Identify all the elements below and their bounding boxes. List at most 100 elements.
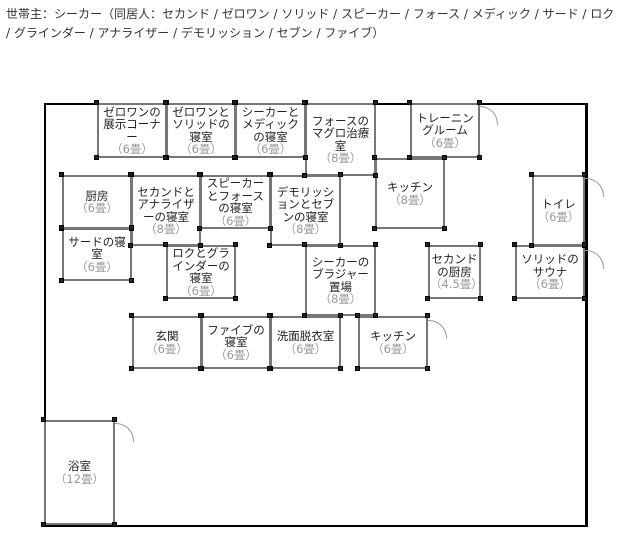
room-area: （6畳） — [76, 259, 118, 274]
room-area: （8畳） — [145, 222, 187, 236]
room-area: （6畳） — [529, 277, 571, 292]
wall-node — [41, 522, 46, 527]
wall-node — [267, 243, 272, 248]
room-third-bedroom[interactable]: サードの寝室（6畳） — [62, 228, 132, 281]
room-seeker-bra-storage[interactable]: シーカーのブラジャー置場（8畳） — [305, 245, 376, 316]
room-area: （6畳） — [249, 142, 292, 156]
wall-node — [232, 155, 237, 160]
room-name: キッチン — [370, 329, 416, 343]
wall-node — [529, 172, 534, 177]
wall-node — [197, 172, 202, 177]
room-bathroom[interactable]: 浴室（12畳） — [44, 420, 115, 525]
wall-node — [59, 225, 64, 230]
wall-node — [442, 226, 447, 231]
wall-node — [512, 296, 517, 301]
room-training[interactable]: トレーニングルーム（6畳） — [410, 103, 480, 158]
room-area: （6畳） — [76, 201, 118, 215]
room-name: 洗面脱衣室 — [276, 329, 335, 343]
room-speaker-force-bedroom[interactable]: スピーカーとフォースの寝室（6畳） — [200, 175, 271, 229]
wall-node — [267, 366, 272, 371]
room-name: トイレ — [541, 197, 576, 211]
door-arc-icon — [585, 178, 604, 197]
room-seeker-medic-bedroom[interactable]: シーカーとメディックの寝室（6畳） — [235, 103, 306, 158]
wall-node — [163, 242, 168, 247]
wall-node — [302, 100, 307, 105]
wall-node — [59, 172, 64, 177]
wall-node — [425, 313, 430, 318]
room-area: （6畳） — [372, 341, 414, 356]
door-arc-icon — [585, 250, 604, 269]
wall-node — [338, 243, 343, 248]
wall-node — [372, 226, 377, 231]
room-entrance[interactable]: 玄関（6畳） — [132, 316, 202, 369]
room-solid-sauna[interactable]: ソリッドのサウナ（6畳） — [515, 245, 585, 299]
wall-node — [94, 100, 99, 105]
room-second-kitchen[interactable]: セカンドの厨房（4.5畳） — [428, 245, 481, 299]
room-name: シーカーとメディックの寝室 — [241, 104, 300, 144]
wall-node — [163, 296, 168, 301]
room-area: （6畳） — [111, 142, 153, 156]
wall-node — [198, 366, 203, 371]
household-header: 世帯主：シーカー（同居人：セカンド / ゼロワン / ソリッド / スピーカー … — [6, 7, 615, 40]
room-name: セカンドとアナライザーの寝室 — [137, 184, 195, 224]
wall-node — [129, 225, 134, 230]
room-force-tuna-clinic[interactable]: フォースのマグロ治療室（8畳） — [305, 103, 376, 176]
wall-node — [163, 155, 168, 160]
room-kitchen-6[interactable]: キッチン（6畳） — [358, 316, 428, 369]
room-area: （6畳） — [284, 341, 327, 356]
room-name: ゼロワンとソリッドの寝室 — [172, 104, 230, 144]
room-name: 浴室 — [68, 459, 91, 473]
room-second-analyzer-bedroom[interactable]: セカンドとアナライザーの寝室（8畳） — [131, 175, 201, 246]
room-area: （6畳） — [214, 213, 257, 228]
wall-node — [442, 155, 447, 160]
room-five-bedroom[interactable]: ファイブの寝室（6畳） — [201, 316, 271, 369]
room-area: （12畳） — [54, 471, 105, 486]
wall-node — [372, 155, 377, 160]
room-name: ファイブの寝室 — [207, 322, 265, 350]
wall-node — [233, 242, 238, 247]
wall-node — [373, 242, 378, 247]
room-area: （4.5畳） — [430, 277, 481, 292]
room-washroom[interactable]: 洗面脱衣室（6畳） — [270, 316, 341, 369]
room-area: （6畳） — [537, 209, 580, 224]
room-name: ロクとグラインダーの寝室 — [172, 246, 230, 285]
room-name: サードの寝室 — [68, 234, 126, 262]
room-area: （6畳） — [215, 347, 257, 362]
wall-node — [112, 417, 117, 422]
wall-node — [478, 242, 483, 247]
wall-node — [267, 172, 272, 177]
wall-node — [267, 313, 272, 318]
wall-node — [582, 172, 587, 177]
wall-node — [302, 242, 307, 247]
wall-node — [233, 296, 238, 301]
wall-node — [355, 366, 360, 371]
wall-node — [338, 313, 343, 318]
wall-node — [41, 417, 46, 422]
room-area: （8畳） — [389, 192, 431, 207]
room-zeroone-solid-bedroom[interactable]: ゼロワンとソリッドの寝室（6畳） — [166, 103, 236, 158]
wall-node — [407, 100, 412, 105]
room-area: （8畳） — [284, 222, 327, 236]
wall-node — [477, 100, 482, 105]
wall-node — [198, 313, 203, 318]
wall-node — [338, 366, 343, 371]
wall-node — [94, 155, 99, 160]
wall-node — [198, 243, 203, 248]
room-demolition-seven-bedroom[interactable]: デモリッションとセブンの寝室（8畳） — [270, 175, 341, 246]
room-kitchen-main[interactable]: 厨房（6畳） — [62, 175, 132, 229]
room-name: 玄関 — [155, 329, 179, 343]
wall-node — [373, 173, 378, 178]
room-name: スピーカーとフォースの寝室 — [206, 176, 265, 215]
room-zeroone-display[interactable]: ゼロワンの展示コーナー（6畳） — [97, 103, 167, 158]
room-toilet[interactable]: トイレ（6畳） — [532, 175, 585, 246]
wall-node — [302, 313, 307, 318]
room-area: （6畳） — [180, 142, 222, 156]
room-area: （6畳） — [146, 341, 188, 356]
room-kitchen-8[interactable]: キッチン（8畳） — [375, 158, 445, 229]
room-name: デモリッションとセブンの寝室 — [276, 184, 335, 224]
wall-node — [582, 296, 587, 301]
room-roku-grinder-bedroom[interactable]: ロクとグラインダーの寝室（6畳） — [166, 245, 236, 299]
wall-node — [582, 242, 587, 247]
wall-node — [355, 313, 360, 318]
wall-node — [529, 243, 534, 248]
